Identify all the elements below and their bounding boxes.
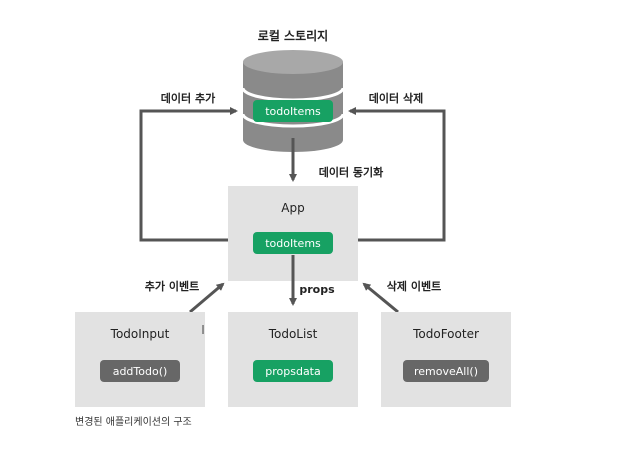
diagram-caption: 변경된 애플리케이션의 구조 [75,415,192,428]
delete-data-arrow [348,107,446,242]
local-storage-label: 로컬 스토리지 [258,28,328,43]
todolist-component-box [228,312,358,407]
delete-event-arrow [362,282,399,314]
addtodo-button-label: addTodo() [113,365,168,378]
propsdata-pill [253,360,333,382]
storage-todoitems-label: todoItems [265,105,321,118]
add-data-label: 데이터 추가 [161,91,215,105]
addtodo-button [100,360,180,382]
delete-data-label: 데이터 삭제 [369,91,423,105]
sync-label: 데이터 동기화 [319,165,384,179]
removeall-button-label: removeAll() [414,365,478,378]
todoinput-component-title: TodoInput [110,327,170,341]
add-data-arrow [139,107,238,242]
text-cursor-icon: I [201,323,205,337]
todolist-component-title: TodoList [268,327,318,341]
props-label: props [299,283,335,296]
app-todoitems-pill [253,232,333,254]
storage-todoitems-pill [253,100,333,122]
add-event-label: 추가 이벤트 [145,279,199,293]
app-todoitems-label: todoItems [265,237,321,250]
todofooter-component-title: TodoFooter [412,327,479,341]
todofooter-component-box [381,312,511,407]
app-component-title: App [281,201,304,215]
todoinput-component-box [75,312,205,407]
removeall-button [403,360,489,382]
add-event-arrow [189,282,225,314]
propsdata-label: propsdata [265,365,320,378]
delete-event-label: 삭제 이벤트 [387,279,441,293]
